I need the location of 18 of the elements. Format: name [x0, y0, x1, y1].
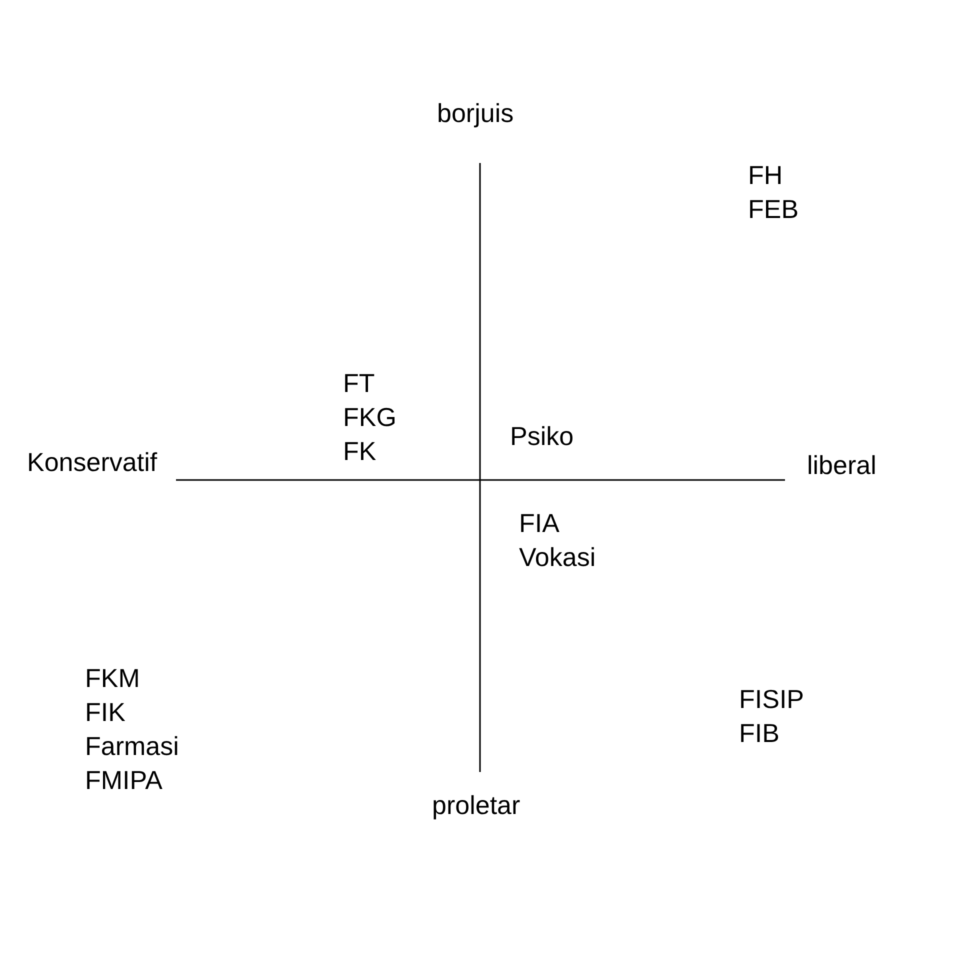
faculty-label: FISIP [739, 683, 804, 716]
faculty-label: FIB [739, 717, 780, 750]
faculty-label: FT [343, 367, 375, 400]
faculty-label: Vokasi [519, 541, 596, 574]
axis-label: borjuis [437, 97, 514, 130]
faculty-label: FIA [519, 507, 560, 540]
faculty-label: Psiko [510, 420, 574, 453]
axis-label: proletar [432, 789, 520, 822]
faculty-label: FK [343, 435, 376, 468]
axis-label: Konservatif [27, 446, 158, 479]
faculty-label: Farmasi [85, 730, 179, 763]
faculty-label: FEB [748, 193, 799, 226]
axis-label: liberal [807, 449, 876, 482]
faculty-label: FIK [85, 696, 126, 729]
faculty-label: FKG [343, 401, 396, 434]
faculty-label: FKM [85, 662, 140, 695]
faculty-label: FMIPA [85, 764, 163, 797]
faculty-label: FH [748, 159, 783, 192]
